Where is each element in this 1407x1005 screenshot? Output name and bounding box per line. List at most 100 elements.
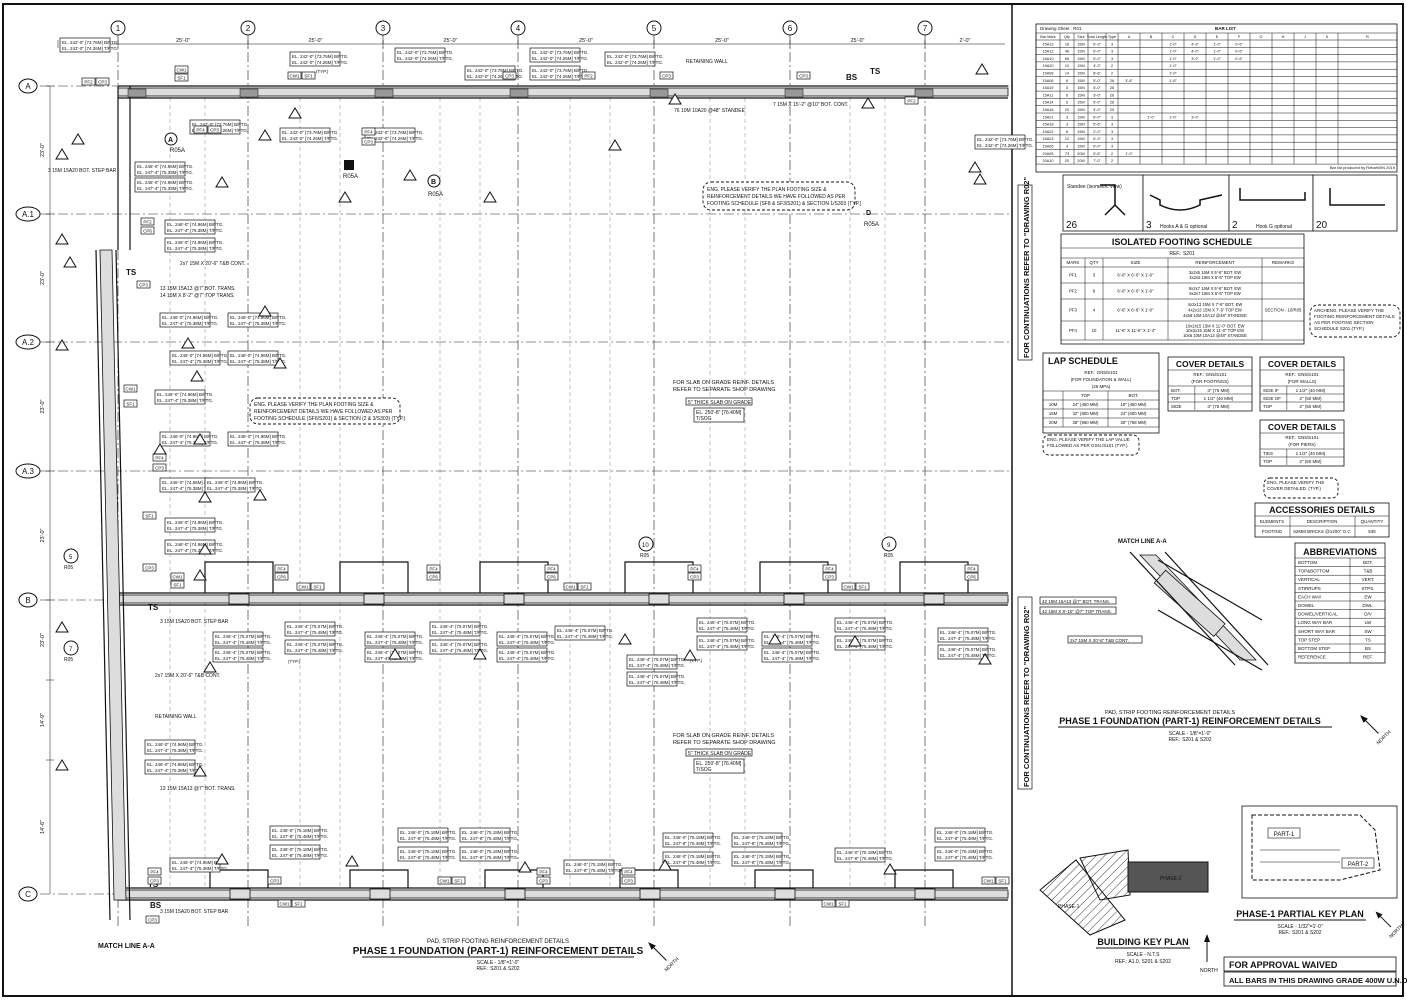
elevation-tag bbox=[284, 639, 336, 655]
bar-list-cell: 15M bbox=[1077, 101, 1084, 105]
revision-triangle-icon bbox=[55, 233, 69, 245]
elevation-tag-line: EL. 246'-0" [75.18M] B/FTG. bbox=[734, 854, 790, 859]
bar-list-header: D bbox=[1194, 35, 1197, 39]
elevation-tag-line: EL. 242'-0" [73.76M] B/FTG. bbox=[607, 54, 663, 59]
elevation-tag-line: EL. 242'-0" [73.76M] B/FTG. bbox=[397, 50, 453, 55]
revision-triangle-icon bbox=[975, 63, 989, 75]
schedule-cell: 4x56 10M 10A13 @48" STANDEE bbox=[1183, 313, 1247, 318]
elevation-tag bbox=[496, 647, 548, 663]
element-tag bbox=[687, 572, 702, 581]
plan-subtitle: PAD, STRIP FOOTING REINFORCEMENT DETAILS bbox=[427, 939, 569, 945]
dimension-text: 25'-0" bbox=[715, 38, 729, 44]
cover-ref: REF.: GN5/S101 bbox=[1285, 372, 1319, 377]
cover-ref: REF.: GN5/S101 bbox=[1285, 435, 1319, 440]
element-tag-label: PF4 bbox=[690, 567, 699, 572]
bar-list-cell: 1'-0" bbox=[1213, 50, 1221, 54]
typical-note: (TYP.) bbox=[288, 659, 301, 664]
elevation-tag-line: EL. 247'-4" [75.38M] T/FTG. bbox=[207, 486, 263, 491]
cover-cell: TOP bbox=[1171, 396, 1180, 401]
pad-footing bbox=[639, 888, 661, 900]
top-step-marker: TS bbox=[148, 880, 159, 889]
bar-list-cell: 15M bbox=[1077, 57, 1084, 61]
elevation-tag-line: EL. 246'-0" [74.96M] B/FTG. bbox=[167, 542, 223, 547]
svg-text:42 15M 15A13 @7" BOT. TRANS.: 42 15M 15A13 @7" BOT. TRANS. bbox=[1042, 599, 1110, 604]
bar-list-cell: 0'-6" bbox=[1235, 50, 1243, 54]
bar-list-note: Bar list produced by RebarWIN 2019 bbox=[1330, 165, 1396, 170]
elevation-tag-line: EL. 246'-0" [75.18M] B/FTG. bbox=[937, 830, 993, 835]
abbreviations-title: ABBREVIATIONS bbox=[1303, 547, 1377, 557]
elevation-tag bbox=[934, 846, 986, 862]
abbr-term: STIRRUPS bbox=[1298, 586, 1321, 591]
svg-text:10: 10 bbox=[642, 543, 649, 549]
elevation-tag bbox=[662, 851, 714, 867]
elevation-tag-line: EL. 246'-4" [75.07M] B/FTG. bbox=[499, 650, 555, 655]
abbr-code: D/V bbox=[1364, 612, 1372, 617]
cover-cell: 2" (50 MM) bbox=[1299, 396, 1322, 401]
pad-footing bbox=[649, 88, 669, 98]
element-tag-label: CP6 bbox=[143, 229, 152, 234]
continuation-note: FOR CONTINUATIONS REFER TO "DRAWING R02" bbox=[1022, 177, 1031, 358]
element-tag bbox=[140, 217, 155, 226]
abbr-term: TOP STEP bbox=[1298, 637, 1320, 642]
abbr-code: DWL. bbox=[1362, 603, 1373, 608]
elevation-tag-line: EL. 247'-8" [75.48M] T/FTG. bbox=[665, 841, 721, 846]
revision-triangle-icon bbox=[288, 107, 302, 119]
bar-list-cell: 3'-6" bbox=[1125, 79, 1133, 83]
elevation-tag-line: EL. 246'-4" [75.07M] B/FTG. bbox=[764, 650, 820, 655]
schedule-header: REINFORCEMENT bbox=[1195, 260, 1235, 265]
bar-list-cell: 6'-0" bbox=[1093, 86, 1101, 90]
pad-footing bbox=[239, 88, 259, 98]
elevation-tag-line: EL. 246'-0" [75.18M] B/FTG. bbox=[462, 830, 518, 835]
element-tag bbox=[174, 73, 189, 82]
element-tag-label: CW1 bbox=[126, 387, 136, 392]
element-tag-label: CP3 bbox=[270, 879, 279, 884]
elevation-tag-line: EL. 246'-4" [75.07M] B/FTG. bbox=[367, 634, 423, 639]
lap-cell: 24" (600 MM) bbox=[1121, 411, 1147, 416]
element-tag-label: SF1 bbox=[858, 585, 867, 590]
bar-list-cell: 15M bbox=[1077, 50, 1084, 54]
elevation-tag bbox=[364, 631, 416, 647]
dimension-text: 14'-6" bbox=[40, 820, 46, 834]
grid-bubble-row bbox=[15, 463, 41, 479]
element-tag-label: PF2 bbox=[84, 80, 93, 85]
element-tag-label: CW1 bbox=[177, 68, 187, 73]
grid-bubble-col bbox=[917, 20, 933, 36]
element-tag bbox=[544, 564, 559, 573]
grid-col-label: 6 bbox=[788, 24, 793, 33]
schedule-cell: 6'-0" X 6'-0" X 1'-0" bbox=[1117, 289, 1154, 294]
bar-list-cell: 15A14 bbox=[1043, 101, 1054, 105]
elevation-tag-line: EL. 247'-8" [75.48M] T/FTG. bbox=[272, 853, 328, 858]
eng-note-line: FOOTING SCHEDULE (SF6/S201) & SECTION (2… bbox=[254, 416, 406, 422]
pad-footing bbox=[363, 593, 385, 605]
elevation-tag-line: EL. 247'-4" [75.48M] T/FTG. bbox=[215, 640, 271, 645]
bar-list-cell: 2'-0" bbox=[1093, 130, 1101, 134]
pad-footing bbox=[229, 888, 251, 900]
bar-list-cell: 26 bbox=[1110, 86, 1114, 90]
elevation-tag-line: EL. 247'-8" [75.48M] T/FTG. bbox=[400, 836, 456, 841]
north-arrow-icon: NORTH bbox=[648, 942, 681, 973]
eng-note-line: REINFORCEMENT DETAILS WE HAVE FOLLOWED A… bbox=[707, 194, 846, 200]
section-mark: B R05A bbox=[427, 174, 443, 198]
element-tag-label: CW1 bbox=[299, 585, 309, 590]
elevation-tag-line: EL. 246'-4" [75.07M] B/FTG. bbox=[557, 628, 613, 633]
revision-triangle-icon bbox=[345, 855, 359, 867]
cover-cell: BOT. bbox=[1171, 388, 1181, 393]
revision-triangle-icon bbox=[203, 661, 217, 673]
element-tag bbox=[964, 564, 979, 573]
elevation-tag-line: EL. 246'-4" [75.07M] B/FTG. bbox=[837, 620, 893, 625]
lap-cell: 32" (800 MM) bbox=[1073, 411, 1099, 416]
cover-cell: 1 1/2" (40 MM) bbox=[1296, 388, 1326, 393]
north-arrow-icon: NORTH bbox=[1375, 911, 1405, 940]
svg-text:7: 7 bbox=[69, 647, 73, 653]
elevation-tag-line: EL. 246'-0" [74.96M] B/FTG. bbox=[162, 434, 218, 439]
pilaster-footing bbox=[339, 561, 409, 593]
bar-list-cell: 1'-0" bbox=[1125, 152, 1133, 156]
elevation-tag bbox=[761, 647, 813, 663]
abbr-term: DOWEL/VERTICAL bbox=[1298, 612, 1338, 617]
bar-list-cell: 6 bbox=[1066, 79, 1068, 83]
bar-list-cell: 3 bbox=[1111, 123, 1113, 127]
abbr-term: EACH WAY bbox=[1298, 594, 1322, 599]
section-mark: 7 R05 bbox=[63, 640, 79, 663]
schedule-cell: 3x2x5 15M X 5'-6" TOP EW bbox=[1189, 275, 1240, 280]
elevation-tag-line: EL. 247'-4" [75.48M] T/FTG. bbox=[940, 653, 996, 658]
